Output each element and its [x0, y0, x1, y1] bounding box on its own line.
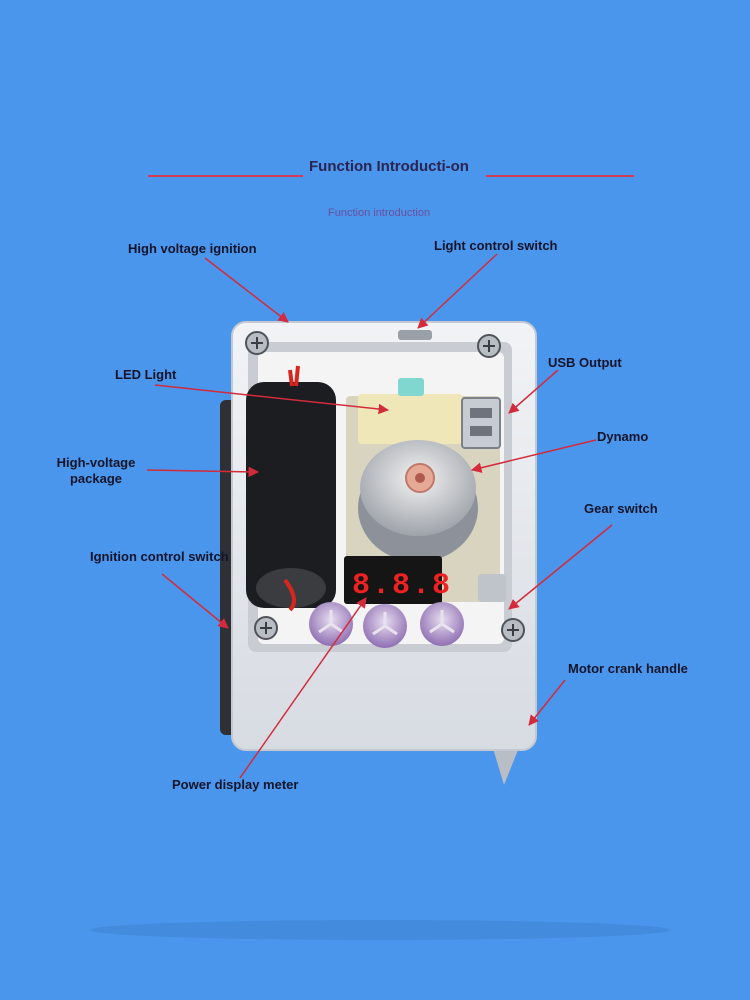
label-high-voltage-package-line1: High-voltage [56, 455, 136, 470]
arrow-usb-output [508, 369, 559, 414]
power-display [344, 556, 442, 604]
usb-port [461, 397, 501, 449]
arrow-power-display-meter [239, 597, 367, 779]
gear-switch-body [478, 574, 506, 602]
high-voltage-tube [246, 382, 336, 608]
label-high-voltage-ignition: High voltage ignition [128, 241, 257, 256]
page-subtitle: Function introduction [328, 207, 431, 219]
label-usb-output: USB Output [548, 355, 622, 370]
light-switch-body [398, 330, 432, 340]
arrow-light-control-switch [417, 253, 498, 329]
arrow-motor-crank-handle [528, 679, 566, 726]
label-led-light: LED Light [115, 367, 177, 382]
led-module [358, 394, 462, 444]
label-motor-crank-handle: Motor crank handle [568, 661, 688, 676]
arrow-high-voltage-ignition [204, 257, 289, 323]
title-rule-right [486, 175, 634, 177]
crank-handle [492, 745, 520, 785]
arrow-high-voltage-package [146, 466, 260, 478]
label-gear-switch: Gear switch [584, 501, 658, 516]
arrow-led-light [154, 384, 390, 415]
label-power-display-meter: Power display meter [172, 777, 299, 792]
arrow-gear-switch [508, 524, 613, 610]
label-light-control-switch: Light control switch [434, 238, 558, 253]
power-display-digits: 8.8.8 [352, 569, 452, 603]
title-rule-left [148, 175, 303, 177]
arrow-ignition-control-switch [161, 573, 229, 629]
label-high-voltage-package: High-voltage package [40, 455, 152, 487]
led-cap [398, 378, 424, 396]
page-title: Function Introducti-on [309, 158, 469, 175]
corner-screws [245, 331, 525, 642]
arrow-dynamo [470, 439, 597, 473]
label-dynamo: Dynamo [597, 429, 649, 444]
floor-shadow [90, 920, 670, 940]
hv-wire [283, 365, 300, 612]
label-ignition-control-switch: Ignition control switch [90, 549, 229, 564]
callout-arrows [146, 253, 613, 779]
label-high-voltage-package-line2: package [69, 471, 123, 486]
